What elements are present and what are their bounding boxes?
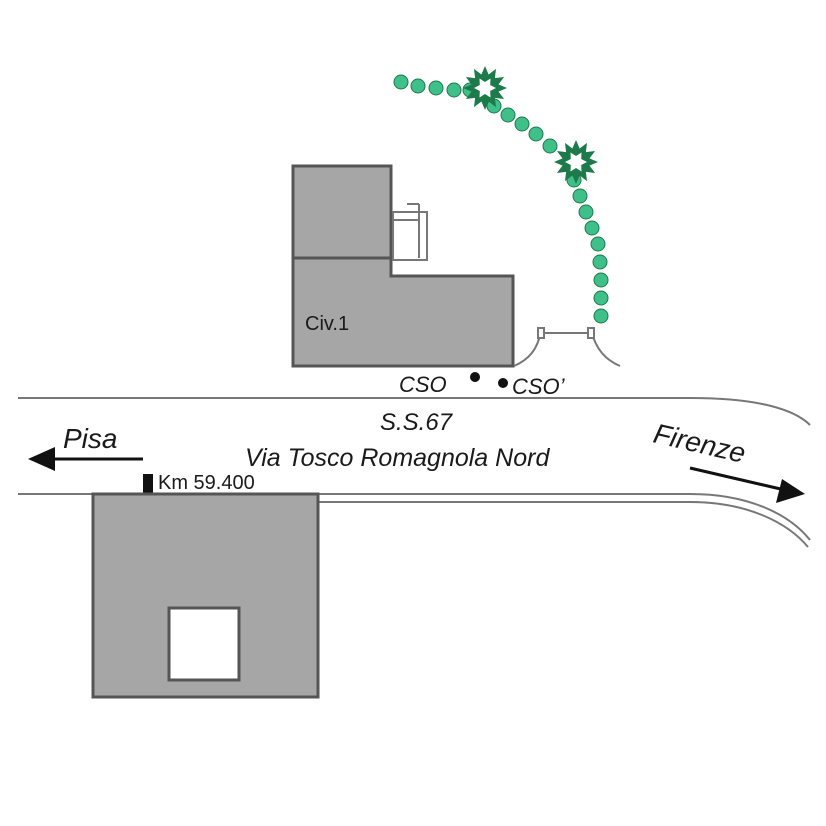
building-label: Civ.1 — [305, 313, 349, 335]
direction-east-label: Firenze — [651, 418, 749, 469]
road-edge-south-right-inner — [318, 501, 809, 548]
road-code: S.S.67 — [380, 409, 454, 436]
tree-center — [474, 78, 496, 98]
road-name: Via Tosco Romagnola Nord — [245, 444, 550, 472]
shrub — [584, 220, 600, 236]
courtyard — [167, 606, 241, 682]
shrub — [410, 78, 426, 94]
direction-west-label: Pisa — [63, 423, 117, 454]
shrub — [590, 236, 606, 252]
building-civ1 — [291, 164, 515, 368]
shrub — [593, 272, 609, 288]
shrub — [514, 116, 530, 132]
arrow-to-pisa — [28, 447, 143, 471]
shrub — [542, 138, 558, 154]
shrub — [593, 290, 609, 306]
tree-center — [565, 152, 587, 172]
shrub — [393, 74, 409, 90]
cso-label: CSO — [399, 372, 447, 397]
cso-prime-point — [498, 378, 508, 388]
shrub — [446, 82, 462, 98]
road-edge-south-right — [318, 493, 811, 541]
km-marker-post — [143, 474, 153, 496]
stair-structure — [392, 203, 428, 261]
gate — [513, 327, 621, 367]
shrub — [593, 308, 609, 324]
shrub — [572, 188, 588, 204]
hedge — [393, 66, 609, 324]
shrub — [578, 204, 594, 220]
road-edge-north — [18, 397, 811, 426]
cso-point — [470, 372, 480, 382]
arrow-to-firenze — [689, 466, 805, 503]
shrub — [528, 126, 544, 142]
shrub — [428, 80, 444, 96]
building-south — [91, 492, 320, 699]
shrub — [592, 254, 608, 270]
shrub — [500, 107, 516, 123]
km-marker-label: Km 59.400 — [158, 472, 255, 494]
cso-prime-label: CSO’ — [512, 374, 566, 399]
